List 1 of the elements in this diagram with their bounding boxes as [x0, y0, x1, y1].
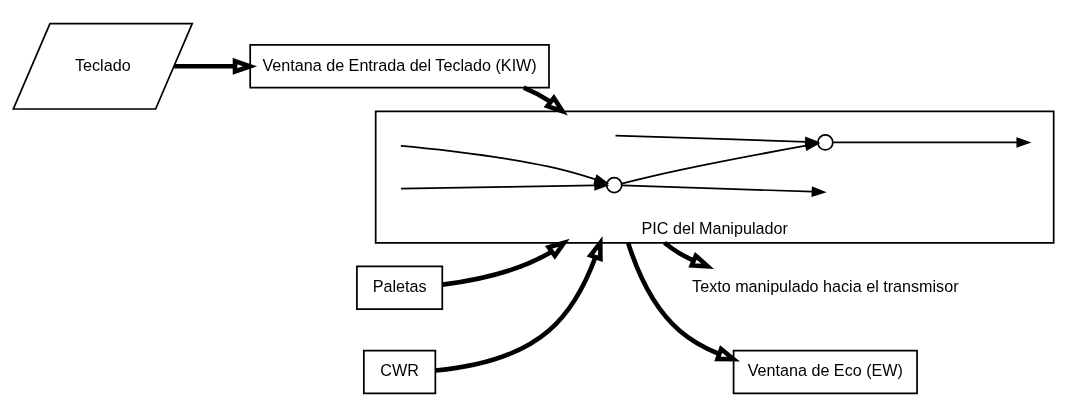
- node-text: Texto manipulado hacia el transmisor: [692, 276, 959, 295]
